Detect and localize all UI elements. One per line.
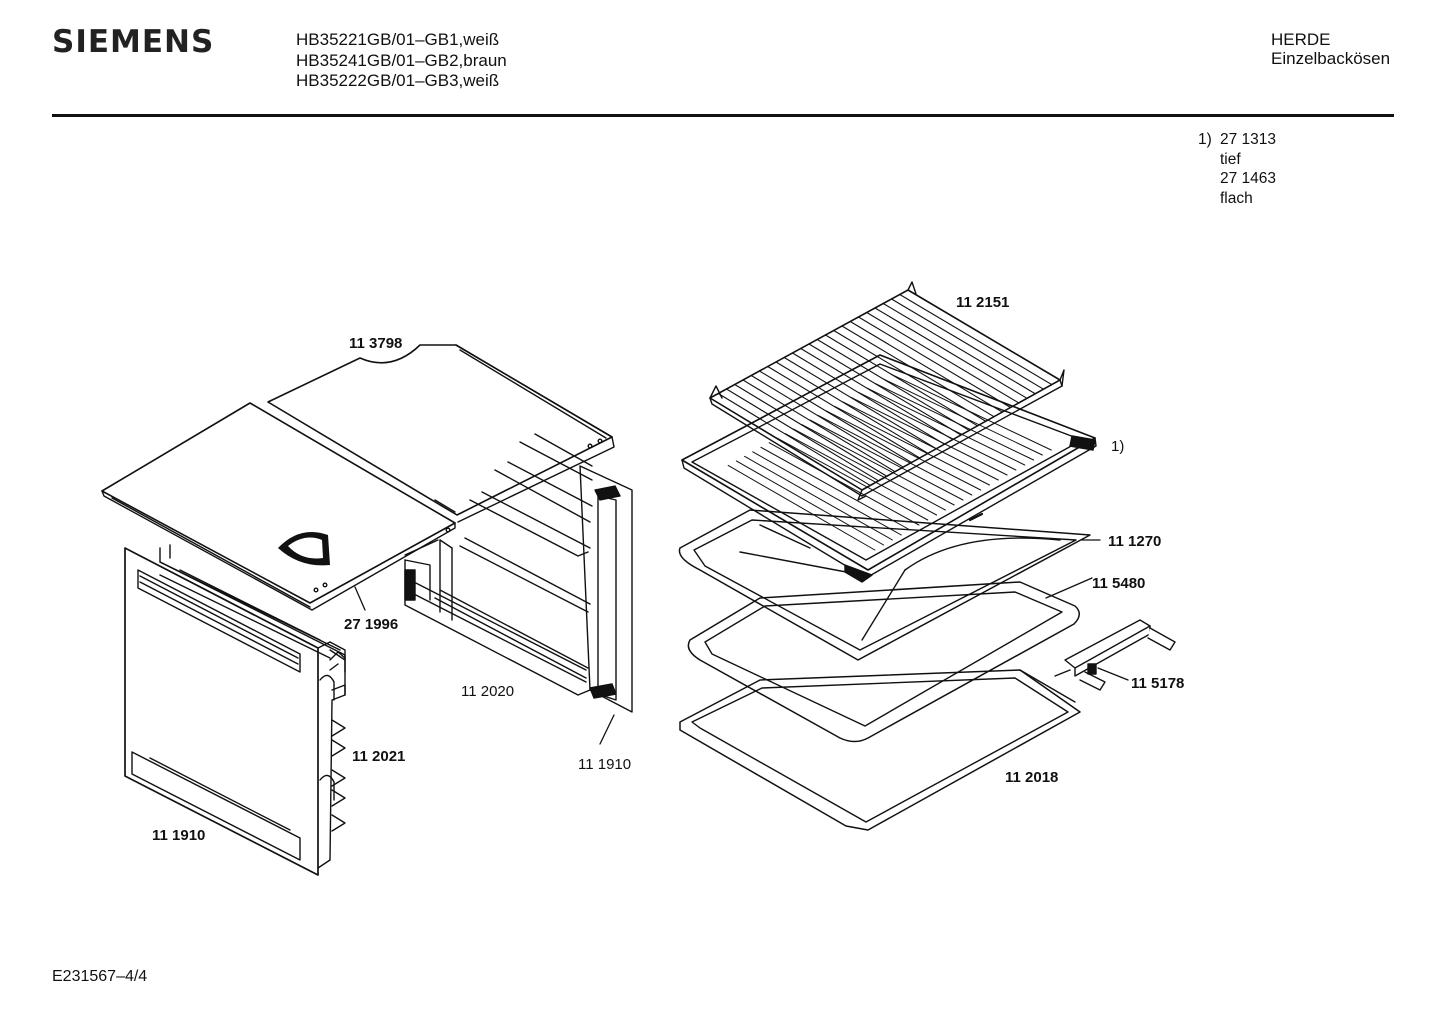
- label-115480: 11 5480: [1092, 575, 1145, 592]
- grid-bar: [791, 352, 946, 445]
- label-note-1: 1): [1111, 438, 1124, 455]
- tray-rib: [727, 464, 876, 551]
- grid-bar: [816, 338, 970, 431]
- baking-grid-tray: [681, 354, 1097, 583]
- label-112151: 11 2151: [956, 294, 1009, 311]
- handle-bracket-part: [1054, 619, 1176, 691]
- label-112018: 11 2018: [1005, 769, 1058, 786]
- model-line: HB35222GB/01–GB3,weiß: [296, 71, 500, 90]
- tray-rib: [874, 383, 1035, 461]
- grid-bar: [734, 383, 888, 477]
- tray-rib: [784, 433, 938, 516]
- grid-bar: [866, 311, 1020, 404]
- tray-rib: [825, 410, 982, 491]
- model-list: HB35221GB/01–GB1,weiß HB35241GB/01–GB2,b…: [296, 30, 507, 92]
- grid-bar: [742, 379, 896, 473]
- footnote-marker: 1): [1198, 131, 1212, 148]
- grid-bar: [824, 334, 979, 427]
- label-115178: 11 5178: [1131, 675, 1184, 692]
- category-title: HERDE: [1271, 30, 1331, 49]
- grid-bar: [758, 370, 913, 464]
- grid-bar: [725, 388, 880, 482]
- tray-rib: [744, 455, 893, 541]
- tray-rib: [883, 378, 1043, 456]
- label-112020: 11 2020: [461, 683, 514, 700]
- label-111910-left: 11 1910: [152, 827, 205, 844]
- tray-rib: [760, 446, 911, 531]
- grid-bar: [849, 320, 1003, 413]
- footnote: 1) 27 1313 tief 27 1463 flach: [1198, 130, 1276, 208]
- footnote-line: tief: [1220, 150, 1241, 168]
- tray-rib: [817, 414, 973, 496]
- grid-bar: [890, 298, 1045, 390]
- grid-bar: [750, 374, 904, 468]
- tray-rib: [801, 424, 955, 506]
- grid-bar: [899, 293, 1053, 386]
- baking-tray-flat: [687, 581, 1080, 743]
- tray-rib: [735, 460, 885, 546]
- model-line: HB35221GB/01–GB1,weiß: [296, 30, 500, 49]
- model-line: HB35241GB/01–GB2,braun: [296, 50, 507, 70]
- tray-rib: [776, 437, 929, 521]
- document-code: E231567–4/4: [52, 968, 148, 985]
- oven-door: [124, 547, 346, 876]
- leader-lines: [354, 539, 1129, 745]
- tray-rib: [809, 419, 964, 501]
- tray-rib: [842, 401, 999, 481]
- label-111270: 11 1270: [1108, 533, 1161, 550]
- label-271996: 27 1996: [344, 616, 398, 633]
- grid-bar: [717, 392, 871, 486]
- category-block: HERDE Einzelbackösen: [1271, 30, 1390, 68]
- tray-rib: [891, 374, 1052, 451]
- grid-bar: [775, 361, 929, 454]
- top-cover-panel: [101, 402, 456, 611]
- brand-logo: SIEMENS: [52, 24, 215, 60]
- oven-base-plate: [679, 669, 1081, 831]
- grid-bar: [841, 325, 995, 418]
- tray-rib: [850, 396, 1008, 476]
- grid-bar: [857, 316, 1012, 409]
- tray-rib: [768, 442, 920, 526]
- category-subtitle: Einzelbackösen: [1271, 49, 1391, 68]
- tray-rib: [752, 451, 902, 536]
- header-divider: [52, 114, 1394, 117]
- label-111910-right: 11 1910: [578, 756, 631, 773]
- grid-bar: [808, 343, 962, 436]
- tray-rib: [793, 428, 946, 511]
- grid-bar: [882, 302, 1036, 395]
- tray-rib: [834, 405, 990, 486]
- grid-bar: [783, 356, 937, 450]
- oven-cavity-shelf-rails: [404, 433, 633, 713]
- grid-bar: [800, 347, 954, 441]
- tray-rib: [858, 392, 1017, 471]
- rear-cover-panel: [267, 344, 615, 523]
- grid-bar: [767, 365, 921, 459]
- label-112021: 11 2021: [352, 748, 405, 765]
- footnote-line: 27 1313: [1220, 131, 1277, 148]
- label-113798: 11 3798: [349, 335, 402, 352]
- tray-rib: [866, 387, 1026, 466]
- footnote-line: flach: [1220, 189, 1253, 207]
- footnote-line: 27 1463: [1220, 170, 1277, 187]
- grid-bar: [874, 307, 1028, 399]
